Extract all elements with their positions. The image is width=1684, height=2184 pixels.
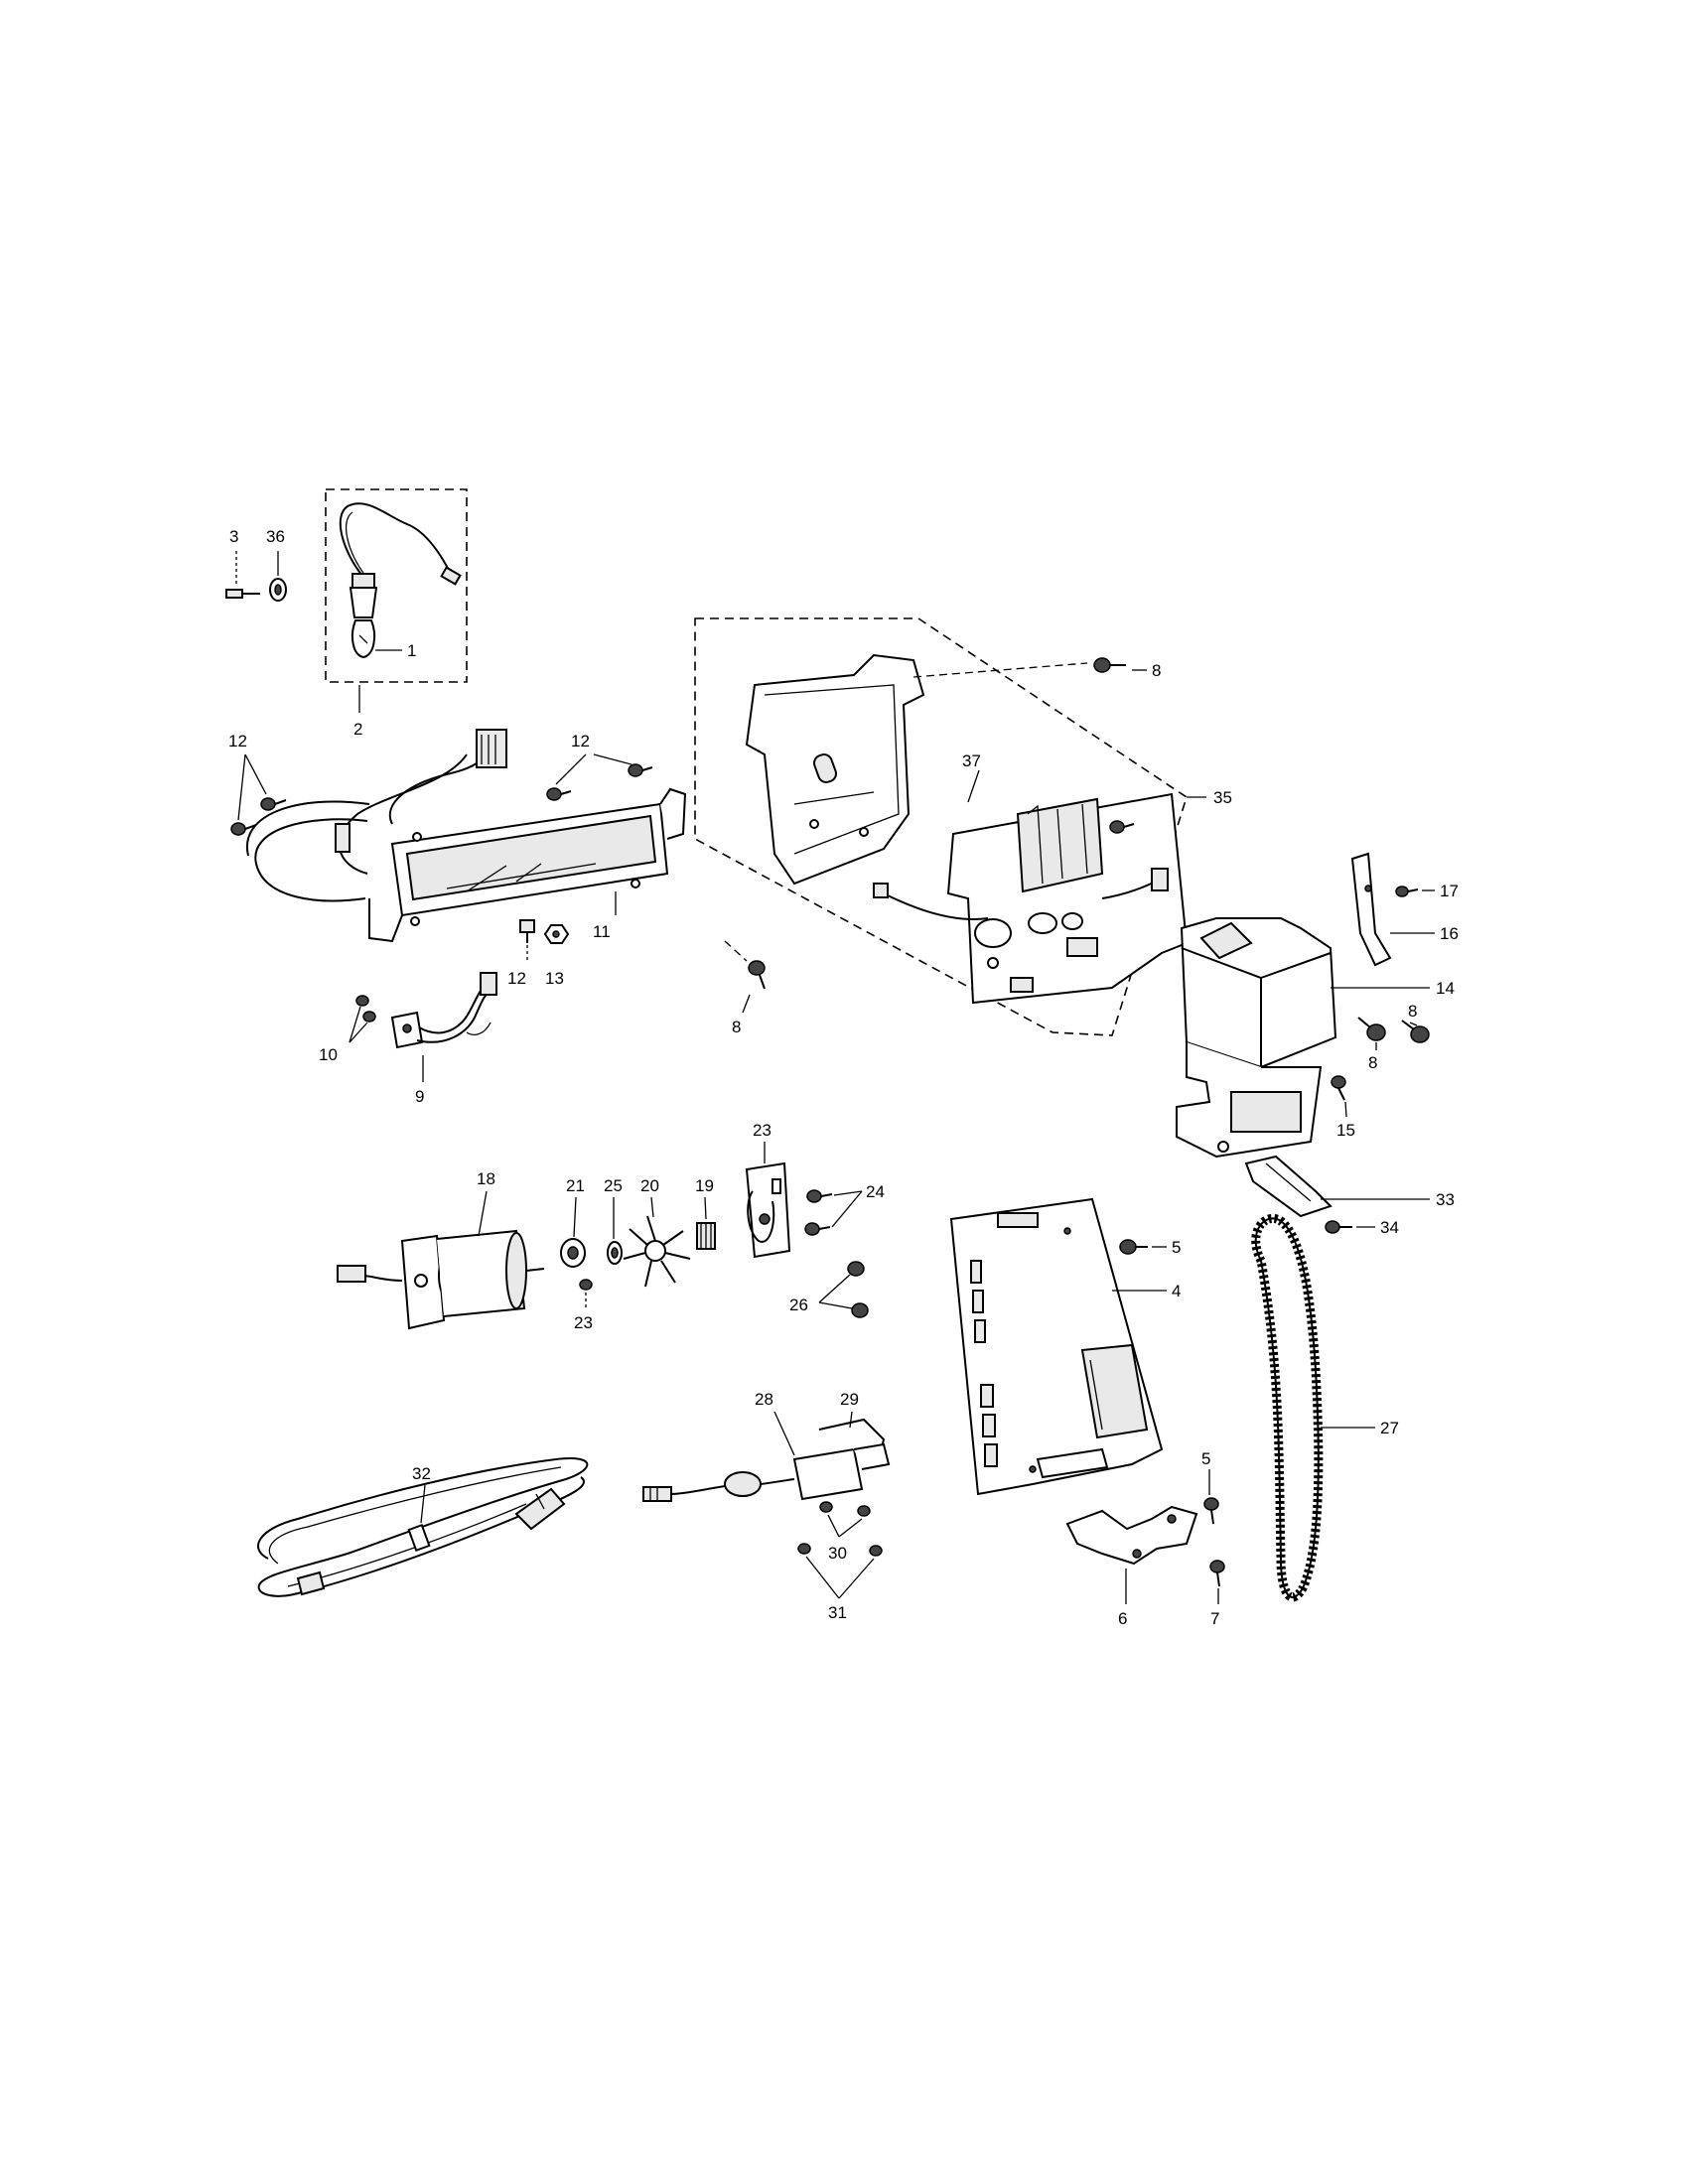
lamp-socket-assembly: [325, 488, 468, 683]
label-18: 18: [477, 1169, 495, 1188]
label-10: 10: [319, 1045, 338, 1064]
label-33: 33: [1436, 1190, 1455, 1209]
label-20: 20: [640, 1176, 659, 1195]
screw-3: [225, 589, 260, 599]
label-26: 26: [789, 1296, 808, 1314]
label-34: 34: [1380, 1218, 1399, 1237]
label-37: 37: [962, 751, 981, 770]
label-1: 1: [407, 641, 416, 660]
screw-8-left: [748, 960, 766, 990]
label-13: 13: [545, 969, 564, 988]
screws-31: [797, 1543, 883, 1557]
noise-filter-28: [642, 1418, 891, 1502]
control-board-4: [949, 1197, 1164, 1496]
bracket-23: [745, 1161, 791, 1259]
label-8-left: 8: [732, 1018, 741, 1036]
label-3: 3: [229, 527, 238, 546]
screw-5-upper: [1119, 1239, 1148, 1255]
switch-harness-9: [390, 972, 497, 1049]
washer-36: [269, 578, 287, 602]
screw-17: [1395, 886, 1419, 897]
screw-12-left-pair: [230, 797, 287, 836]
nut-23-small: [579, 1279, 593, 1291]
label-16: 16: [1440, 924, 1459, 943]
screw-5-lower: [1203, 1497, 1219, 1525]
screw-8-board: [1109, 820, 1135, 834]
screw-7: [1209, 1560, 1225, 1587]
label-21: 21: [566, 1176, 585, 1195]
label-35: 35: [1213, 788, 1232, 807]
bracket-6: [1065, 1505, 1198, 1566]
label-32: 32: [412, 1464, 431, 1483]
label-36: 36: [266, 527, 285, 546]
label-12-bottom: 12: [507, 969, 526, 988]
label-2: 2: [353, 720, 362, 739]
screws-8-right: [1357, 1017, 1430, 1043]
label-27: 27: [1380, 1419, 1399, 1437]
drive-belt-27: [1251, 1214, 1324, 1602]
power-board-37: [873, 792, 1189, 1005]
washer-25: [607, 1241, 623, 1265]
label-8-right-upper: 8: [1408, 1002, 1417, 1021]
display-panel-assembly: [245, 729, 687, 943]
label-28: 28: [755, 1390, 773, 1409]
label-9: 9: [415, 1087, 424, 1106]
fan-blade-20: [623, 1215, 691, 1288]
pulley-19: [696, 1222, 716, 1250]
screw-8-top: [1093, 657, 1126, 673]
label-30: 30: [828, 1544, 847, 1563]
label-23-lower: 23: [574, 1313, 593, 1332]
label-15: 15: [1336, 1121, 1355, 1140]
assembly-35-outline: [694, 617, 1188, 1036]
screws-24: [804, 1189, 833, 1236]
nut-13: [543, 924, 570, 944]
label-23-upper: 23: [753, 1121, 772, 1140]
label-4: 4: [1172, 1282, 1181, 1300]
label-29: 29: [840, 1390, 859, 1409]
screw-34: [1325, 1220, 1352, 1234]
label-5-lower: 5: [1201, 1449, 1210, 1468]
label-7: 7: [1210, 1609, 1219, 1628]
screws-30: [819, 1501, 871, 1517]
screw-12-bottom: [519, 919, 535, 943]
fan-motor-18: [337, 1229, 545, 1330]
screw-15: [1331, 1075, 1346, 1101]
board-bracket: [745, 653, 925, 886]
label-6: 6: [1118, 1609, 1127, 1628]
label-19: 19: [695, 1176, 714, 1195]
screws-10: [355, 995, 376, 1023]
label-8-right-lower: 8: [1368, 1053, 1377, 1072]
bracket-33: [1244, 1155, 1333, 1218]
bracket-16: [1350, 852, 1392, 967]
label-25: 25: [604, 1176, 623, 1195]
label-31: 31: [828, 1603, 847, 1622]
label-17: 17: [1440, 882, 1459, 900]
label-12-top: 12: [571, 732, 590, 751]
label-14: 14: [1436, 979, 1455, 998]
label-11: 11: [593, 922, 611, 941]
motor-housing-14: [1176, 917, 1337, 1159]
label-24: 24: [866, 1182, 885, 1201]
power-cord-32: [257, 1457, 589, 1597]
label-8-top: 8: [1152, 661, 1161, 680]
label-12-left: 12: [228, 732, 247, 751]
label-5-upper: 5: [1172, 1238, 1181, 1257]
screw-12-right-pair: [546, 763, 653, 801]
bushing-21: [560, 1238, 586, 1268]
screws-26: [847, 1261, 869, 1318]
